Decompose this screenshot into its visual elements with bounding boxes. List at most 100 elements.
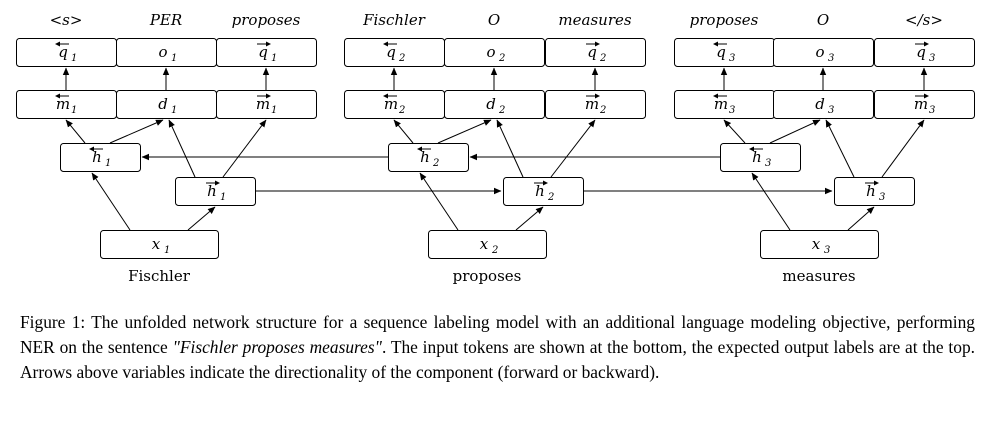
caption-lead: Figure 1: The unfolded network structure… xyxy=(20,312,975,357)
edge-fwd-to-lm-3 xyxy=(881,119,925,178)
svg-text:o: o xyxy=(158,43,167,61)
svg-text:x: x xyxy=(812,235,821,253)
edge-bwd-to-lm-2 xyxy=(393,119,414,144)
input-token-1: Fischler xyxy=(128,267,191,285)
svg-text:3: 3 xyxy=(765,158,771,169)
svg-text:2: 2 xyxy=(547,192,554,203)
svg-text:3: 3 xyxy=(929,105,935,116)
svg-text:q: q xyxy=(386,43,396,61)
svg-text:h: h xyxy=(207,182,217,200)
svg-text:2: 2 xyxy=(491,245,498,256)
ner-label-1: PER xyxy=(149,11,182,29)
svg-text:m: m xyxy=(384,95,398,113)
svg-text:1: 1 xyxy=(220,192,226,203)
svg-text:3: 3 xyxy=(828,105,834,116)
svg-text:3: 3 xyxy=(929,53,935,64)
edge-input-to-bwd-3 xyxy=(751,172,791,231)
layer-box-3-2 xyxy=(773,90,874,119)
svg-text:d: d xyxy=(815,95,825,113)
svg-text:h: h xyxy=(535,182,545,200)
svg-text:3: 3 xyxy=(828,53,834,64)
svg-text:x: x xyxy=(480,235,489,253)
ner-label-3: O xyxy=(817,11,829,29)
svg-text:2: 2 xyxy=(599,105,606,116)
bwd-lm-label-2: Fischler xyxy=(362,11,426,29)
layer-box-2-3 xyxy=(545,90,646,119)
svg-text:3: 3 xyxy=(824,245,830,256)
bwd-lm-label-1: <s> xyxy=(50,11,83,29)
svg-text:1: 1 xyxy=(171,53,177,64)
svg-text:1: 1 xyxy=(71,105,77,116)
edge-fwd-to-lm-2 xyxy=(550,119,596,178)
svg-text:q: q xyxy=(58,43,68,61)
output-box-2-3 xyxy=(545,38,646,67)
layer-box-3-3 xyxy=(874,90,975,119)
bwd-lm-label-3: proposes xyxy=(690,11,759,29)
figure-caption: Figure 1: The unfolded network structure… xyxy=(20,310,975,385)
svg-text:h: h xyxy=(92,148,102,166)
layer-box-1-3 xyxy=(216,90,317,119)
svg-text:h: h xyxy=(866,182,876,200)
input-box-1 xyxy=(100,230,219,259)
bwd-hidden-box-3 xyxy=(720,143,801,172)
edge-bwd-to-label-3 xyxy=(769,119,821,144)
svg-text:2: 2 xyxy=(398,105,405,116)
svg-text:3: 3 xyxy=(729,53,735,64)
input-token-2: proposes xyxy=(453,267,522,285)
svg-text:3: 3 xyxy=(879,192,885,203)
output-box-2-2 xyxy=(444,38,545,67)
fwd-lm-label-1: proposes xyxy=(232,11,301,29)
output-box-3-3 xyxy=(874,38,975,67)
svg-text:m: m xyxy=(56,95,70,113)
svg-text:o: o xyxy=(486,43,495,61)
fwd-lm-label-3: </s> xyxy=(905,11,943,29)
edge-bwd-to-label-1 xyxy=(109,119,164,144)
edge-bwd-to-lm-3 xyxy=(723,119,746,144)
svg-text:q: q xyxy=(916,43,926,61)
svg-text:2: 2 xyxy=(498,105,505,116)
svg-text:d: d xyxy=(486,95,496,113)
bwd-hidden-box-1 xyxy=(60,143,141,172)
edge-fwd-to-label-3 xyxy=(825,119,855,178)
input-box-3 xyxy=(760,230,879,259)
input-box-2 xyxy=(428,230,547,259)
edge-input-to-bwd-2 xyxy=(419,172,459,231)
caption-rest: . The input tokens are shown at the bott… xyxy=(20,337,975,382)
fwd-hidden-box-2 xyxy=(503,177,584,206)
edge-bwd-to-label-2 xyxy=(437,119,492,144)
svg-text:2: 2 xyxy=(599,53,606,64)
svg-text:q: q xyxy=(587,43,597,61)
svg-text:1: 1 xyxy=(271,53,277,64)
edge-input-to-fwd-3 xyxy=(847,206,875,231)
edge-input-to-bwd-1 xyxy=(91,172,131,231)
input-token-3: measures xyxy=(782,267,855,285)
svg-text:1: 1 xyxy=(271,105,277,116)
output-box-1-3 xyxy=(216,38,317,67)
caption-sentence: "Fischler proposes measures" xyxy=(172,337,382,357)
edge-fwd-to-label-1 xyxy=(168,119,196,178)
edge-input-to-fwd-1 xyxy=(187,206,216,231)
svg-text:1: 1 xyxy=(71,53,77,64)
svg-text:1: 1 xyxy=(105,158,111,169)
layer-box-2-2 xyxy=(444,90,545,119)
